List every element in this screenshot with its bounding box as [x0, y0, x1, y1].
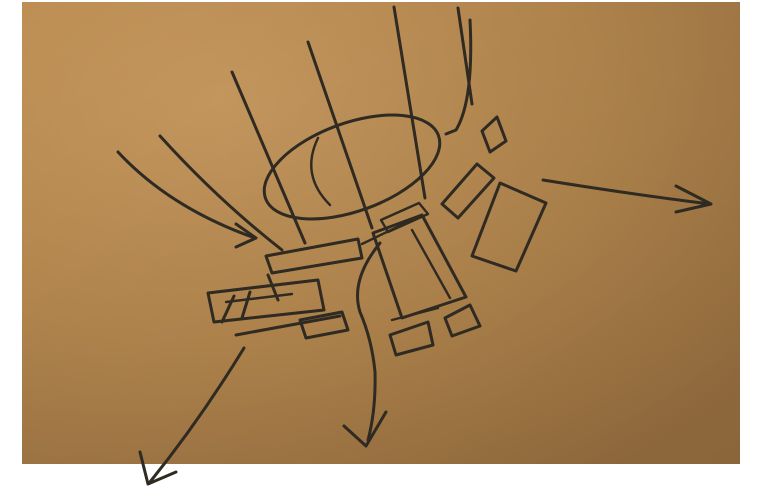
paper-shading [22, 2, 740, 464]
